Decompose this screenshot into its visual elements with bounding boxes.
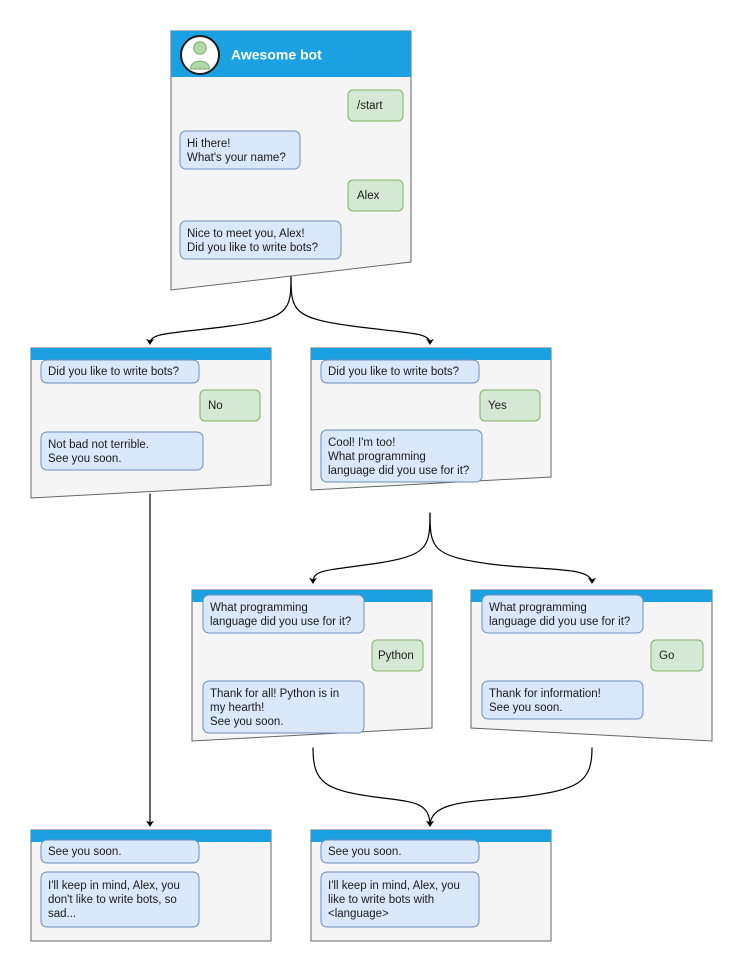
bubble-line: Cool! I'm too! <box>328 437 395 449</box>
message-bubble-bot: Thank for all! Python is in my hearth! S… <box>202 680 365 734</box>
message-bubble-user: No <box>199 389 261 422</box>
bubble-line: Hi there! <box>187 138 230 150</box>
bubble-line: don't like to write bots, so <box>48 894 177 906</box>
message-bubble-user: Alex <box>347 179 404 212</box>
bubble-line: Not bad not terrible. <box>48 439 149 451</box>
chat-node-answer-python[interactable]: What programming language did you use fo… <box>191 589 433 742</box>
bubble-line: Did you like to write bots? <box>48 366 179 378</box>
bubble-line: Did you like to write bots? <box>328 366 459 378</box>
edge-layer <box>146 275 596 827</box>
node-start-header-bar <box>171 31 411 77</box>
message-bubble-bot: Did you like to write bots? <box>40 359 200 384</box>
node-end-happy-header-bar <box>311 830 551 842</box>
edge-python-to-end-happy <box>312 747 434 827</box>
message-bubble-user: Yes <box>479 389 541 422</box>
bubble-line: Alex <box>357 190 380 202</box>
bubble-line: Did you like to write bots? <box>187 242 318 254</box>
bubble-line: What's your name? <box>187 152 286 164</box>
bubble-line: my hearth! <box>210 702 264 714</box>
bubble-line: language did you use for it? <box>489 616 630 628</box>
node-no-header-bar <box>31 348 271 360</box>
message-bubble-bot: What programming language did you use fo… <box>481 594 644 634</box>
message-bubble-bot: I'll keep in mind, Alex, you like to wri… <box>320 871 480 928</box>
edge-start-to-no <box>146 275 292 345</box>
node-end-sad-header-bar <box>31 830 271 842</box>
chat-node-end-happy[interactable]: See you soon. I'll keep in mind, Alex, y… <box>310 829 552 942</box>
message-bubble-bot: Hi there! What's your name? <box>179 130 301 170</box>
bubble-line: See you soon. <box>489 702 563 714</box>
chat-node-answer-yes[interactable]: Did you like to write bots? Yes Cool! I'… <box>310 347 552 491</box>
chat-node-answer-go[interactable]: What programming language did you use fo… <box>470 589 713 742</box>
message-bubble-bot: Thank for information! See you soon. <box>481 680 644 720</box>
message-bubble-user: /start <box>347 89 404 122</box>
bubble-line: See you soon. <box>210 716 284 728</box>
chat-node-start[interactable]: Awesome bot /start Hi there! What's your… <box>170 30 412 291</box>
bubble-line: What programming <box>489 602 587 614</box>
edge-start-to-yes <box>290 275 434 345</box>
message-bubble-bot: I'll keep in mind, Alex, you don't like … <box>40 871 200 928</box>
bubble-line: like to write bots with <box>328 894 434 906</box>
edge-yes-to-go <box>429 512 596 584</box>
bubble-line: See you soon. <box>48 846 122 858</box>
bubble-line: Yes <box>488 400 507 412</box>
bubble-line: I'll keep in mind, Alex, you <box>328 880 460 892</box>
bubble-line: /start <box>357 100 383 112</box>
bubble-line: sad... <box>48 908 76 920</box>
message-bubble-user: Python <box>371 639 424 672</box>
chat-node-end-sad[interactable]: See you soon. I'll keep in mind, Alex, y… <box>30 829 272 942</box>
edge-go-to-end-happy <box>426 747 593 827</box>
message-bubble-user: Go <box>650 639 704 672</box>
bubble-line: What programming <box>210 602 308 614</box>
message-bubble-bot: Nice to meet you, Alex! Did you like to … <box>179 220 342 260</box>
bubble-line: See you soon. <box>328 846 402 858</box>
bubble-line: See you soon. <box>48 453 122 465</box>
message-bubble-bot: Not bad not terrible. See you soon. <box>40 431 204 471</box>
bubble-line: language did you use for it? <box>328 465 469 477</box>
bubble-line: What programming <box>328 451 426 463</box>
person-avatar-icon <box>180 35 220 75</box>
message-bubble-bot: See you soon. <box>40 839 200 864</box>
bubble-line: Python <box>378 650 414 662</box>
bubble-line: I'll keep in mind, Alex, you <box>48 880 180 892</box>
bubble-line: Go <box>659 650 674 662</box>
message-bubble-bot: Cool! I'm too! What programming language… <box>320 429 483 483</box>
message-bubble-bot: Did you like to write bots? <box>320 359 480 384</box>
node-start-title: Awesome bot <box>231 47 322 63</box>
node-yes-header-bar <box>311 348 551 360</box>
bubble-line: language did you use for it? <box>210 616 351 628</box>
message-bubble-bot: What programming language did you use fo… <box>202 594 365 634</box>
bubble-line: Nice to meet you, Alex! <box>187 228 305 240</box>
message-bubble-bot: See you soon. <box>320 839 480 864</box>
bubble-line: <language> <box>328 908 389 920</box>
bubble-line: No <box>208 400 223 412</box>
bubble-line: Thank for information! <box>489 688 601 700</box>
edge-yes-to-python <box>309 512 431 584</box>
chat-node-answer-no[interactable]: Did you like to write bots? No Not bad n… <box>30 347 272 499</box>
bubble-line: Thank for all! Python is in <box>210 688 339 700</box>
